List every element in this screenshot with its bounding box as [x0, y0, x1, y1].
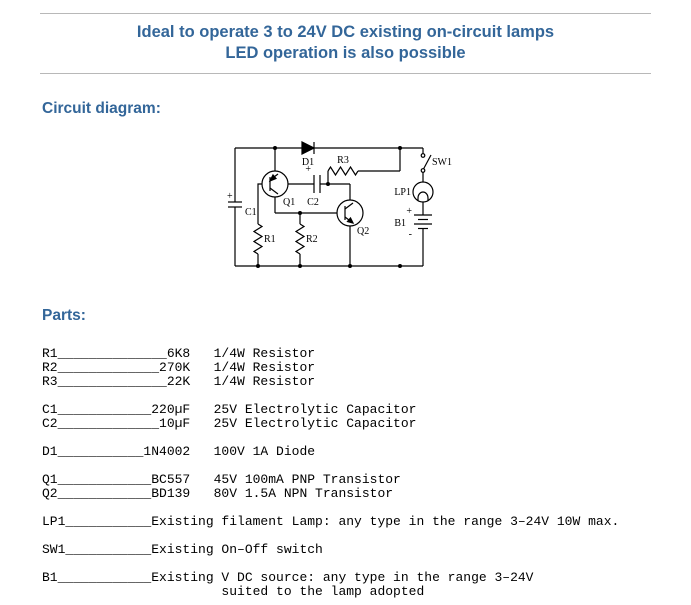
c1-capacitor-symbol [228, 201, 242, 208]
top-rule [40, 13, 651, 14]
d1-label: D1 [302, 157, 314, 168]
lp1-lamp-symbol [412, 181, 434, 203]
parts-heading: Parts: [42, 307, 86, 324]
r3-label: R3 [337, 155, 349, 166]
q2-transistor-symbol [275, 184, 364, 266]
r2-resistor-symbol [294, 213, 306, 266]
b1-battery-symbol [414, 202, 432, 266]
r3-resistor-symbol [327, 148, 401, 184]
page-title-line1: Ideal to operate 3 to 24V DC existing on… [136, 23, 555, 41]
d1-diode-symbol [301, 141, 316, 155]
parts-list: R1______________6K8 1/4W Resistor R2____… [42, 346, 620, 599]
title-rule [40, 73, 651, 74]
page-title: Ideal to operate 3 to 24V DC existing on… [40, 22, 651, 64]
circuit-schematic: + C1 Q1 + C2 R3 D1 Q2 R1 R2 SW1 LP1 + B1… [227, 141, 452, 268]
r1-label: R1 [264, 234, 276, 245]
q2-label: Q2 [357, 226, 369, 237]
q1-transistor-symbol [257, 148, 289, 224]
c2-label: C2 [307, 197, 319, 208]
sw1-label: SW1 [432, 157, 452, 168]
c2-capacitor-symbol [313, 175, 321, 193]
c2-plus-label: + [305, 164, 311, 175]
lp1-label: LP1 [394, 187, 411, 198]
c1-plus-label: + [227, 191, 233, 202]
c1-label: C1 [245, 207, 257, 218]
circuit-diagram-heading: Circuit diagram: [42, 100, 161, 117]
b1-plus-label: + [406, 206, 412, 217]
r2-label: R2 [306, 234, 318, 245]
b1-minus-label: - [409, 229, 412, 240]
page-title-line2: LED operation is also possible [225, 44, 466, 62]
schematic-wires [228, 141, 434, 267]
b1-label: B1 [394, 218, 406, 229]
q1-label: Q1 [283, 197, 295, 208]
schematic-container: + C1 Q1 + C2 R3 D1 Q2 R1 R2 SW1 LP1 + B1… [225, 134, 651, 281]
r1-resistor-symbol [252, 223, 264, 266]
sw1-switch-symbol [420, 148, 432, 182]
junction-dots [256, 146, 402, 268]
